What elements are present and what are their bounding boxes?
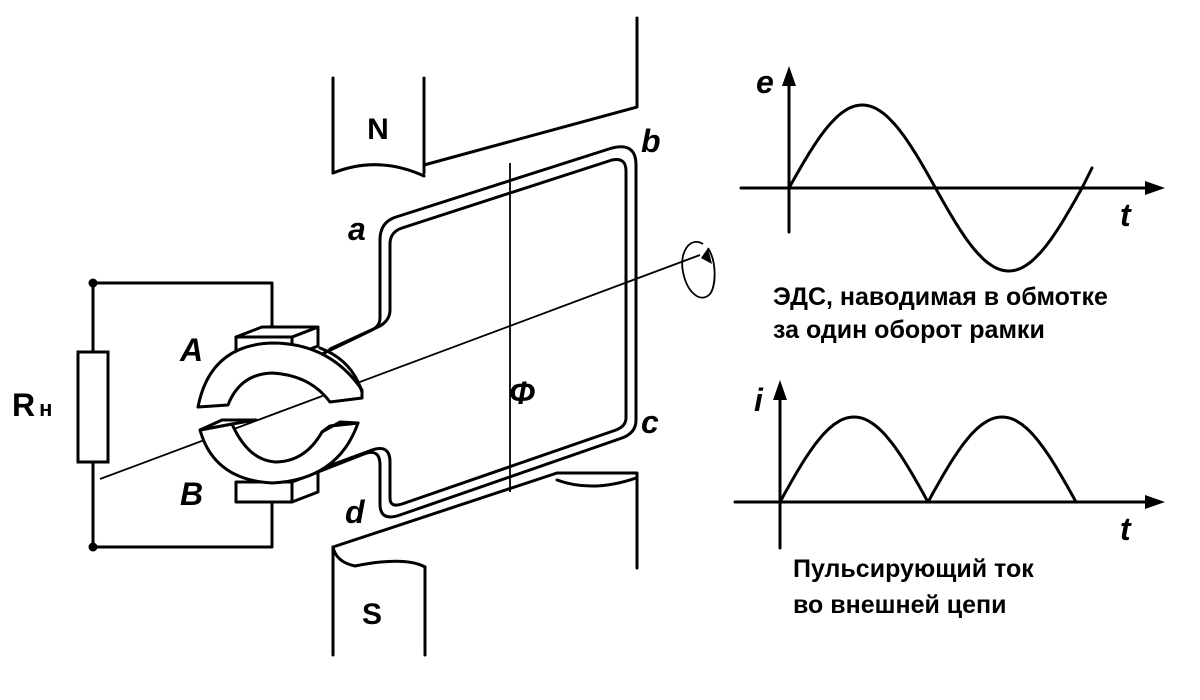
circuit-node-bottom	[88, 542, 98, 552]
emf-x-arrow	[1145, 181, 1165, 195]
pole-south: S	[331, 471, 639, 657]
slip-ring-b	[198, 418, 360, 504]
circuit-wire-bottom	[91, 460, 274, 549]
emf-caption-line2: за один оборот рамки	[773, 316, 1045, 344]
frame-point-d: d	[345, 494, 366, 530]
emf-caption-line1: ЭДС, наводимая в обмотке	[773, 283, 1108, 311]
current-y-arrow	[773, 380, 787, 400]
current-caption-line2: во внешней цепи	[793, 591, 1007, 619]
pole-north-label: N	[367, 113, 389, 146]
emf-graph: e t	[739, 64, 1165, 273]
current-x-arrow	[1145, 495, 1165, 509]
pole-north: N	[331, 16, 639, 178]
flux-label: Φ	[509, 375, 535, 411]
circuit-node-top	[88, 278, 98, 288]
current-curve	[778, 415, 1078, 504]
load-resistor	[76, 350, 110, 464]
current-caption-line1: Пульсирующий ток	[793, 555, 1034, 583]
frame-point-a: a	[348, 211, 366, 247]
slip-ring-b-label: B	[180, 476, 203, 512]
slip-ring-a	[196, 325, 364, 409]
emf-y-label: e	[756, 64, 774, 100]
frame-point-c: c	[641, 404, 659, 440]
current-graph: i t	[733, 380, 1165, 550]
emf-y-arrow	[782, 66, 796, 86]
armature-frame	[316, 145, 638, 519]
frame-point-b: b	[641, 123, 661, 159]
rotation-arrow	[681, 241, 716, 299]
emf-curve	[787, 103, 1094, 273]
circuit-wire-top	[91, 281, 274, 354]
slip-ring-a-label: A	[179, 332, 203, 368]
pole-south-label: S	[362, 598, 382, 631]
emf-x-label: t	[1120, 197, 1132, 233]
current-y-label: i	[754, 382, 764, 418]
rotation-arrow-head	[701, 248, 712, 264]
rotation-axis	[99, 254, 701, 480]
current-x-label: t	[1120, 511, 1132, 547]
